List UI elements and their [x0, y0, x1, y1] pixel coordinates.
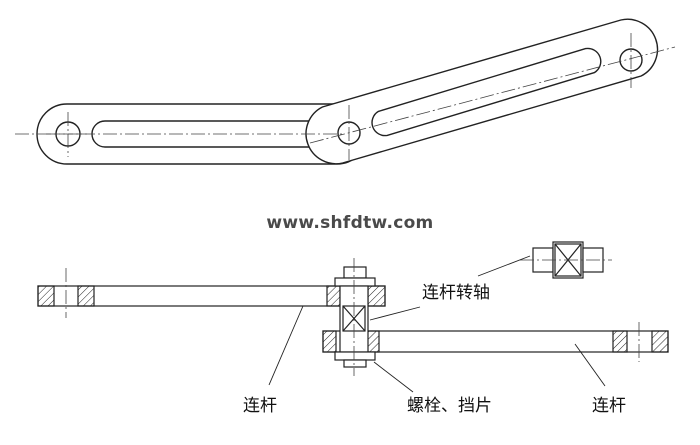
top-center-lines — [15, 33, 676, 160]
leader-detail — [477, 255, 531, 277]
top-right-link-hole-right — [619, 48, 643, 72]
leader-right-link — [574, 343, 606, 387]
section-view — [37, 241, 669, 393]
label-bolt-washer: 螺栓、挡片 — [407, 396, 492, 416]
section-right-link — [322, 330, 669, 353]
bolt-head-top — [343, 266, 367, 279]
washer-bottom — [334, 351, 376, 361]
label-right-link: 连杆 — [592, 396, 626, 416]
label-left-link: 连杆 — [243, 396, 277, 416]
leader-pivot-shaft — [369, 306, 421, 321]
top-view — [15, 18, 676, 165]
bolt-head-bottom — [343, 359, 367, 368]
leader-bolt — [373, 361, 414, 393]
leader-lines — [268, 255, 606, 393]
section-left-link — [37, 285, 386, 307]
section-pivot-assembly — [334, 266, 376, 368]
section-center-lines — [65, 258, 640, 376]
washer-top — [334, 277, 376, 287]
top-right-link — [305, 18, 659, 165]
label-pivot-shaft: 连杆转轴 — [422, 283, 490, 303]
leader-left-link — [268, 305, 304, 386]
watermark: www.shfdtw.com — [266, 213, 433, 233]
top-right-link-slot — [371, 47, 602, 137]
